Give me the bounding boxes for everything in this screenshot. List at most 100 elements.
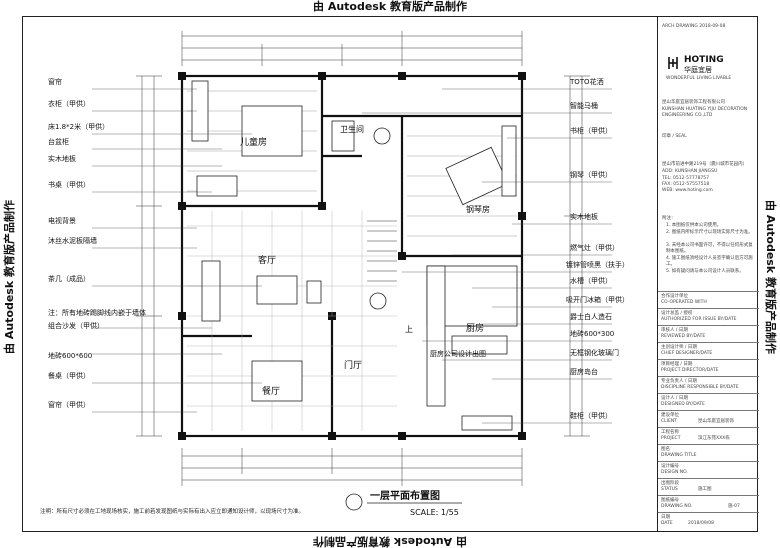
tb-row: 审核人 / 日期 REVIEWED BY/DATE [658, 325, 759, 342]
tb-company-en: KUNSHAN HUATING YIJU DECORATION ENGINEER… [662, 107, 748, 118]
tb-row-cn: 设计编号 [661, 464, 679, 469]
callout-right: 水槽（甲供） [570, 277, 612, 285]
watermark-top: 由 Autodesk 教育版产品制作 [312, 0, 467, 13]
watermark-right: 由 Autodesk 教育版产品制作 [764, 199, 777, 354]
room-label-living: 客厅 [258, 256, 277, 266]
floor-plan [92, 31, 612, 511]
room-label-hall: 门厅 [344, 361, 363, 371]
tb-note: 2. 图纸内所标示尺寸以现场实际尺寸为准。 [666, 230, 753, 235]
callout-left: 窗帘 [48, 78, 62, 86]
callout-right: 鞋柜（甲供） [570, 412, 612, 420]
room-label-kitchen: 厨房 [466, 324, 485, 334]
tb-row-en: DRAWING TITLE [661, 453, 697, 458]
tb-row-en: CO-OPERATED WITH [661, 300, 707, 305]
watermark-bottom: 由 Autodesk 教育版产品制作 [313, 535, 468, 548]
tb-row-value: 2018/09/08 [688, 521, 714, 526]
tb-row-value: 滨江东苑XXX栋 [698, 436, 730, 441]
callout-right: 镀锌管喷黑（扶手） [566, 261, 629, 269]
kitchen-note: 厨房公司设计出图 [430, 350, 486, 358]
callout-right: 燃气灶（甲供） [570, 244, 619, 252]
tb-row-en: PROJECT [661, 436, 681, 441]
tb-row-cn: 设计人 / 日期 [661, 396, 688, 401]
tb-row-cn: 审核人 / 日期 [661, 328, 688, 333]
callout-left: 注：所有地砖踢脚线内嵌于墙体 [48, 309, 146, 317]
callout-right: 厨房岛台 [570, 368, 598, 376]
callout-left: 书桌（甲供） [48, 181, 90, 189]
room-label-bath: 卫生间 [340, 125, 364, 134]
tb-row: 专业负责人 / 日期 DISCIPLINE RESPONSIBLE BY/DAT… [658, 376, 759, 393]
callout-left: 组合沙发（甲供） [48, 322, 104, 330]
tb-row-cn: 建设单位 [661, 413, 679, 418]
tb-row: 设计总监 / 授权 AUTHORIZED FOR ISSUE BY/DATE [658, 308, 759, 325]
callout-right: 爵士白人造石 [570, 313, 612, 321]
tb-note: 5. 如有疑问请与本公司设计人员联系。 [666, 269, 744, 274]
tb-row-cn: 出图阶段 [661, 481, 679, 486]
tb-row: 工程名称 PROJECT 滨江东苑XXX栋 [658, 427, 759, 444]
tb-row-value: 昆山华庭宜居装饰 [698, 419, 734, 424]
room-label-piano: 钢琴房 [466, 205, 490, 214]
tb-row: 日期 DATE 2018/09/08 [658, 512, 759, 532]
tb-address-en: ADD: KUNSHAN JIANGSU [662, 169, 718, 174]
plan-scale: SCALE: 1/55 [410, 508, 459, 517]
tb-top-tiny: ARCH DRAWING 2018-09-08 [662, 24, 726, 29]
tb-note: 3. 未经本公司书面许可，不得以任何形式复制本图纸。 [666, 243, 753, 254]
tb-row: 出图阶段 STATUS 施工图 [658, 478, 759, 495]
drawing-frame [22, 16, 758, 532]
tb-logo-cn: 华庭宜居 [684, 66, 712, 74]
tb-row-en: DESIGNED BY/DATE [661, 402, 705, 407]
tb-note: 4. 施工图纸须经设计人员签字确认后方可施工。 [666, 256, 753, 267]
tb-web: WEB: www.hoting.com [662, 188, 713, 193]
bottom-note: 注明：所有尺寸必须在工地现场核实，施工前若发现图纸与实际有出入应立即通知设计师，… [40, 509, 305, 515]
tb-row: 设计编号 DESIGN NO. [658, 461, 759, 478]
tb-row-en: PROJECT DIRECTOR/DATE [661, 368, 719, 373]
plan-title: 一层平面布置图 [370, 491, 440, 502]
tb-row: 项目经理 / 日期 PROJECT DIRECTOR/DATE [658, 359, 759, 376]
callout-left: 窗帘（甲供） [48, 401, 90, 409]
callout-right: 智能马桶 [570, 102, 598, 110]
callout-left: 实木地板 [48, 155, 76, 163]
tb-row-en: STATUS [661, 487, 678, 492]
tb-row-cn: 主创设计师 / 日期 [661, 345, 697, 350]
callout-right: TOTO花洒 [570, 78, 604, 86]
room-label-dining: 餐厅 [262, 387, 281, 397]
tb-row: 主创设计师 / 日期 CHIEF DESIGNER/DATE [658, 342, 759, 359]
callout-left: 地砖600*600 [48, 352, 93, 360]
tb-row-cn: 图名 [661, 447, 670, 452]
tb-row: 图名 DRAWING TITLE [658, 444, 759, 461]
tb-fax: FAX: 0512-57557518 [662, 182, 710, 187]
callout-left: 床1.8*2米（甲供） [48, 123, 110, 131]
tb-row: 建设单位 CLIENT 昆山华庭宜居装饰 [658, 410, 759, 427]
tb-row: 设计人 / 日期 DESIGNED BY/DATE [658, 393, 759, 410]
tb-row-cn: 专业负责人 / 日期 [661, 379, 697, 384]
room-label-child: 儿童房 [240, 138, 268, 148]
tb-row-en: REVIEWED BY/DATE [661, 334, 706, 339]
tb-row-en: DATE [661, 521, 673, 526]
hoting-logo-icon [666, 56, 680, 70]
tb-row-en: CHIEF DESIGNER/DATE [661, 351, 713, 356]
tb-notes-label: 附注： [662, 216, 676, 221]
tb-row: 合作设计单位 CO-OPERATED WITH [658, 291, 759, 308]
callout-left: 茶几（成品） [48, 275, 90, 283]
tb-row-en: CLIENT [661, 419, 677, 424]
callout-left: 沐丝水泥板隔墙 [48, 237, 97, 245]
tb-row-cn: 日期 [661, 515, 670, 520]
tb-row-en: DESIGN NO. [661, 470, 688, 475]
tb-company-cn: 昆山华庭宜居装饰工程有限公司 [662, 100, 725, 105]
tb-row-cn: 工程名称 [661, 430, 679, 435]
tb-row-en: DRAWING NO. [661, 504, 693, 509]
stair-up-label: 上 [405, 325, 413, 334]
watermark-left: 由 Autodesk 教育版产品制作 [3, 200, 16, 355]
tb-row-en: AUTHORIZED FOR ISSUE BY/DATE [661, 317, 737, 322]
callout-right: 书柜（甲供） [570, 127, 612, 135]
tb-row-value: 施-07 [728, 504, 740, 509]
callout-left: 台盆柜 [48, 138, 69, 146]
tb-tel: TEL: 0512-57778757 [662, 176, 710, 181]
callout-right: 钢琴（甲供） [570, 171, 612, 179]
callout-right: 实木地板 [570, 213, 598, 221]
callout-left: 电视背景 [48, 217, 76, 225]
tb-row-en: DISCIPLINE RESPONSIBLE BY/DATE [661, 385, 739, 390]
callout-left: 餐桌（甲供） [48, 372, 90, 380]
tb-row-cn: 项目经理 / 日期 [661, 362, 693, 367]
tb-address-cn: 昆山市前进中路219号（震川城市花园内） [662, 162, 748, 167]
callout-right: 吸开门冰箱（甲供） [566, 296, 629, 304]
